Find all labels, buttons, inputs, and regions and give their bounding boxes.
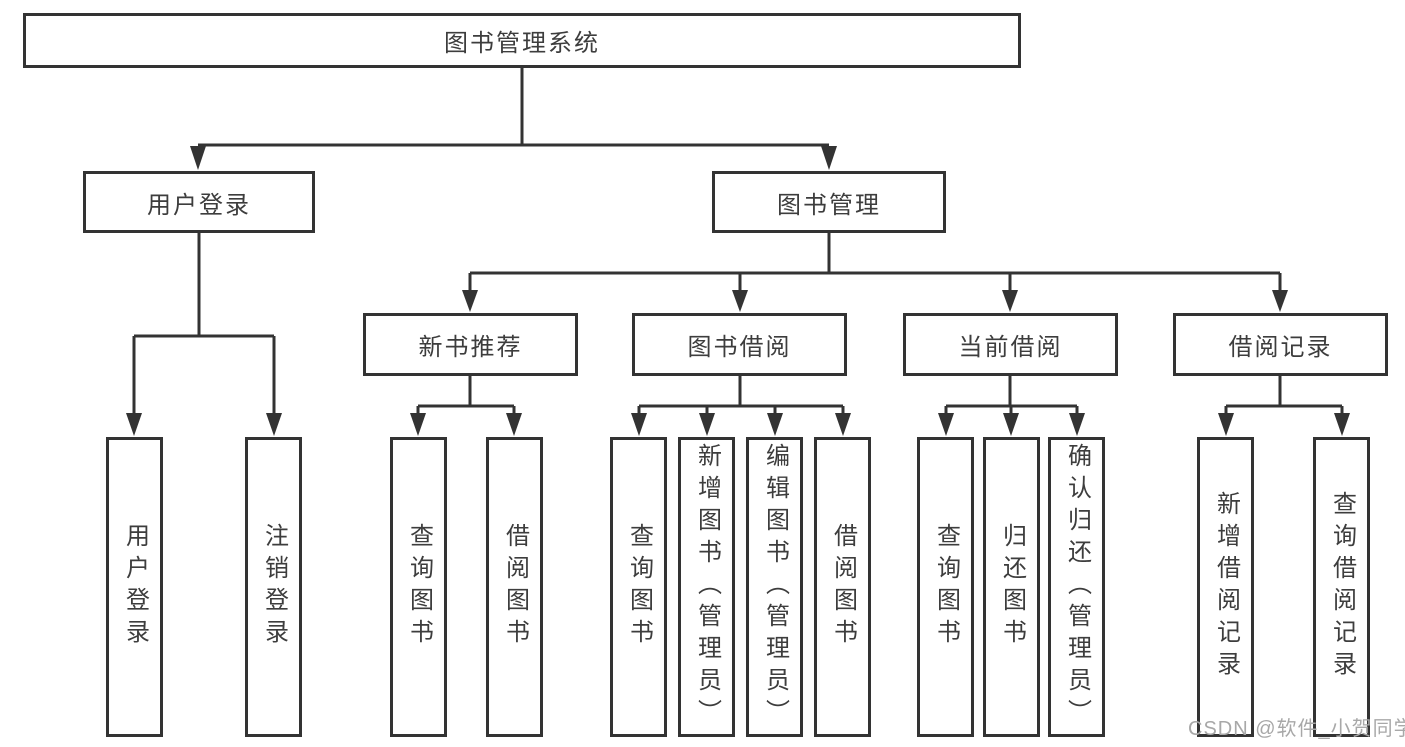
leaf-label: 编辑图书（管理员） [761,443,789,731]
leaf-label: 查询图书 [405,523,433,651]
node-book-borrowing: 图书借阅 [632,313,847,376]
node-new-book-recommend: 新书推荐 [363,313,578,376]
leaf-borrow-books-recommend: 借阅图书 [486,437,543,737]
leaf-label: 借阅图书 [829,523,857,651]
node-label: 用户登录 [147,191,251,219]
node-label: 借阅记录 [1228,334,1333,361]
leaf-add-borrow-record: 新增借阅记录 [1197,437,1254,737]
node-label: 图书管理系统 [444,30,600,57]
node-label: 新书推荐 [418,334,523,361]
node-label: 图书管理 [777,191,881,219]
node-label: 当前借阅 [958,334,1063,361]
leaf-label: 新增借阅记录 [1212,491,1240,683]
node-current-borrowing: 当前借阅 [903,313,1118,376]
node-borrowing-records: 借阅记录 [1173,313,1388,376]
leaf-label: 注销登录 [260,523,288,651]
leaf-add-books-admin: 新增图书（管理员） [678,437,735,737]
leaf-query-books-borrow: 查询图书 [610,437,667,737]
leaf-logout: 注销登录 [245,437,302,737]
leaf-borrow-books: 借阅图书 [814,437,871,737]
leaf-label: 用户登录 [121,523,149,651]
csdn-watermark: CSDN @软件_小贺同学 [1188,718,1405,740]
leaf-label: 借阅图书 [501,523,529,651]
leaf-user-login: 用户登录 [106,437,163,737]
leaf-label: 查询图书 [625,523,653,651]
leaf-confirm-return-admin: 确认归还（管理员） [1048,437,1105,737]
leaf-return-books: 归还图书 [983,437,1040,737]
node-label: 图书借阅 [687,334,792,361]
leaf-edit-books-admin: 编辑图书（管理员） [746,437,803,737]
node-user-login: 用户登录 [83,171,315,233]
leaf-label: 确认归还（管理员） [1063,443,1091,731]
leaf-query-books-recommend: 查询图书 [390,437,447,737]
leaf-label: 归还图书 [998,523,1026,651]
leaf-label: 查询借阅记录 [1328,491,1356,683]
leaf-label: 查询图书 [932,523,960,651]
node-root-system: 图书管理系统 [23,13,1021,68]
leaf-query-borrow-record: 查询借阅记录 [1313,437,1370,737]
node-book-management: 图书管理 [712,171,946,233]
leaf-label: 新增图书（管理员） [693,443,721,731]
leaf-query-books-current: 查询图书 [917,437,974,737]
